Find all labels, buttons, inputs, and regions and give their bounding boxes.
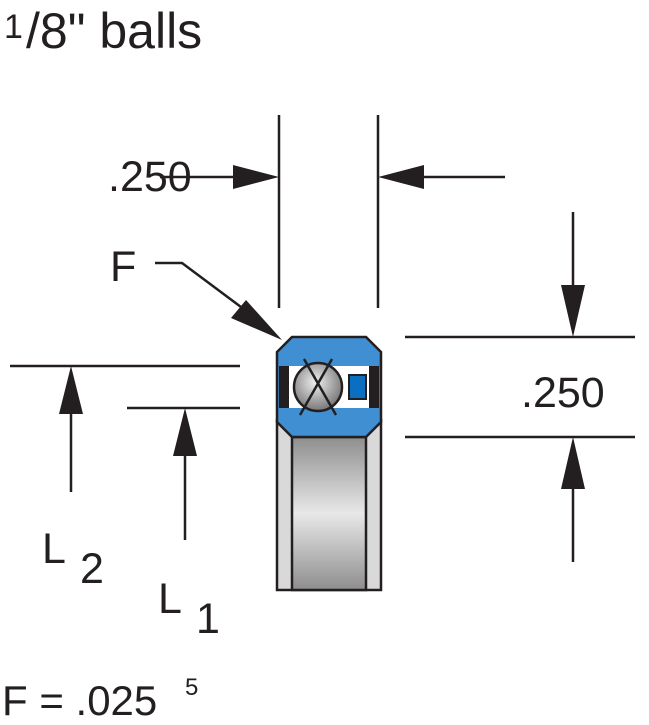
f-leader-line — [155, 261, 246, 312]
footer-superscript: 5 — [185, 674, 199, 701]
ball — [292, 361, 344, 413]
bearing-cross-section — [275, 335, 383, 592]
footer-formula: F = .025 — [2, 677, 158, 724]
f-label: F — [110, 243, 137, 291]
width-dimension: .250 — [108, 153, 192, 201]
spacer — [348, 374, 367, 400]
l2-letter: L — [42, 525, 66, 573]
l2-arrow-up — [59, 366, 83, 414]
f-arrow — [231, 300, 282, 340]
l1-arrow-up — [173, 408, 197, 456]
arrow-up — [561, 437, 585, 489]
title: /8" balls — [26, 3, 203, 59]
height-dimension: .250 — [521, 369, 605, 417]
l1-letter: L — [158, 575, 182, 623]
arrow-left — [378, 165, 424, 189]
arrow-right — [233, 165, 279, 189]
l2-subscript: 2 — [80, 545, 104, 593]
arrow-down — [561, 285, 585, 337]
title-numerator: 1 — [4, 8, 23, 46]
l1-subscript: 1 — [196, 595, 220, 643]
